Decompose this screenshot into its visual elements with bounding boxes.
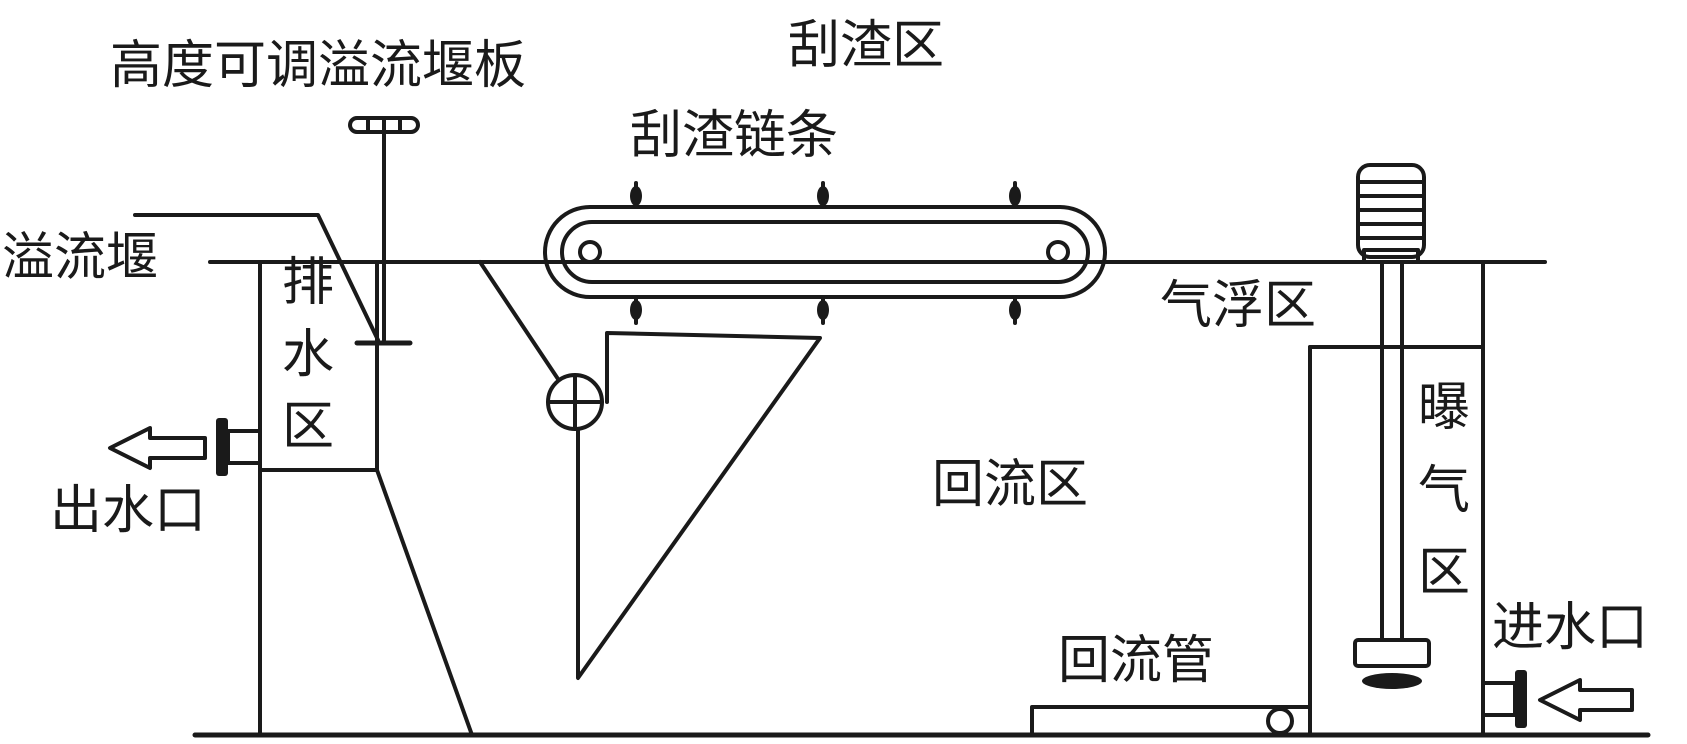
chain-paddle-bottom-3 [1009, 295, 1021, 325]
label-inlet: 进水口 [1492, 598, 1648, 658]
skimming-chain [543, 181, 1107, 325]
label-skimming-zone: 刮渣区 [788, 16, 944, 76]
sloped-baffle [375, 468, 474, 737]
label-flotation-zone: 气浮区 [1160, 276, 1316, 336]
label-skimming-chain: 刮渣链条 [630, 106, 838, 166]
label-outlet: 出水口 [50, 481, 206, 541]
inlet-pipe [1481, 670, 1634, 728]
adjustable-weir-plate [348, 116, 420, 346]
return-pipe [1030, 705, 1312, 737]
skimmer-roller [546, 373, 604, 431]
aerator-motor [1356, 163, 1426, 264]
label-drainage-zone-2: 水 [282, 325, 334, 385]
label-aeration-zone-2: 气 [1418, 461, 1470, 521]
chain-paddle-top-3 [1009, 181, 1021, 209]
label-overflow-weir: 溢流堰 [2, 228, 158, 288]
chain-paddle-top-1 [630, 181, 642, 209]
overflow-weir-leader [133, 213, 380, 342]
aerator-impeller [1353, 638, 1431, 689]
label-return-zone: 回流区 [932, 455, 1088, 515]
label-adjustable-weir-plate: 高度可调溢流堰板 [110, 36, 526, 96]
label-return-pipe: 回流管 [1058, 631, 1214, 691]
triangular-baffle [576, 331, 822, 680]
label-aeration-zone-1: 曝 [1418, 378, 1470, 438]
outlet-pipe [108, 418, 262, 476]
chain-paddle-bottom-1 [630, 295, 642, 325]
chain-paddle-top-2 [817, 181, 829, 209]
label-drainage-zone-1: 排 [282, 253, 334, 313]
chain-paddle-bottom-2 [817, 295, 829, 325]
label-drainage-zone-3: 区 [282, 397, 334, 457]
label-aeration-zone-3: 区 [1418, 543, 1470, 603]
skimmer-arm [478, 260, 562, 384]
